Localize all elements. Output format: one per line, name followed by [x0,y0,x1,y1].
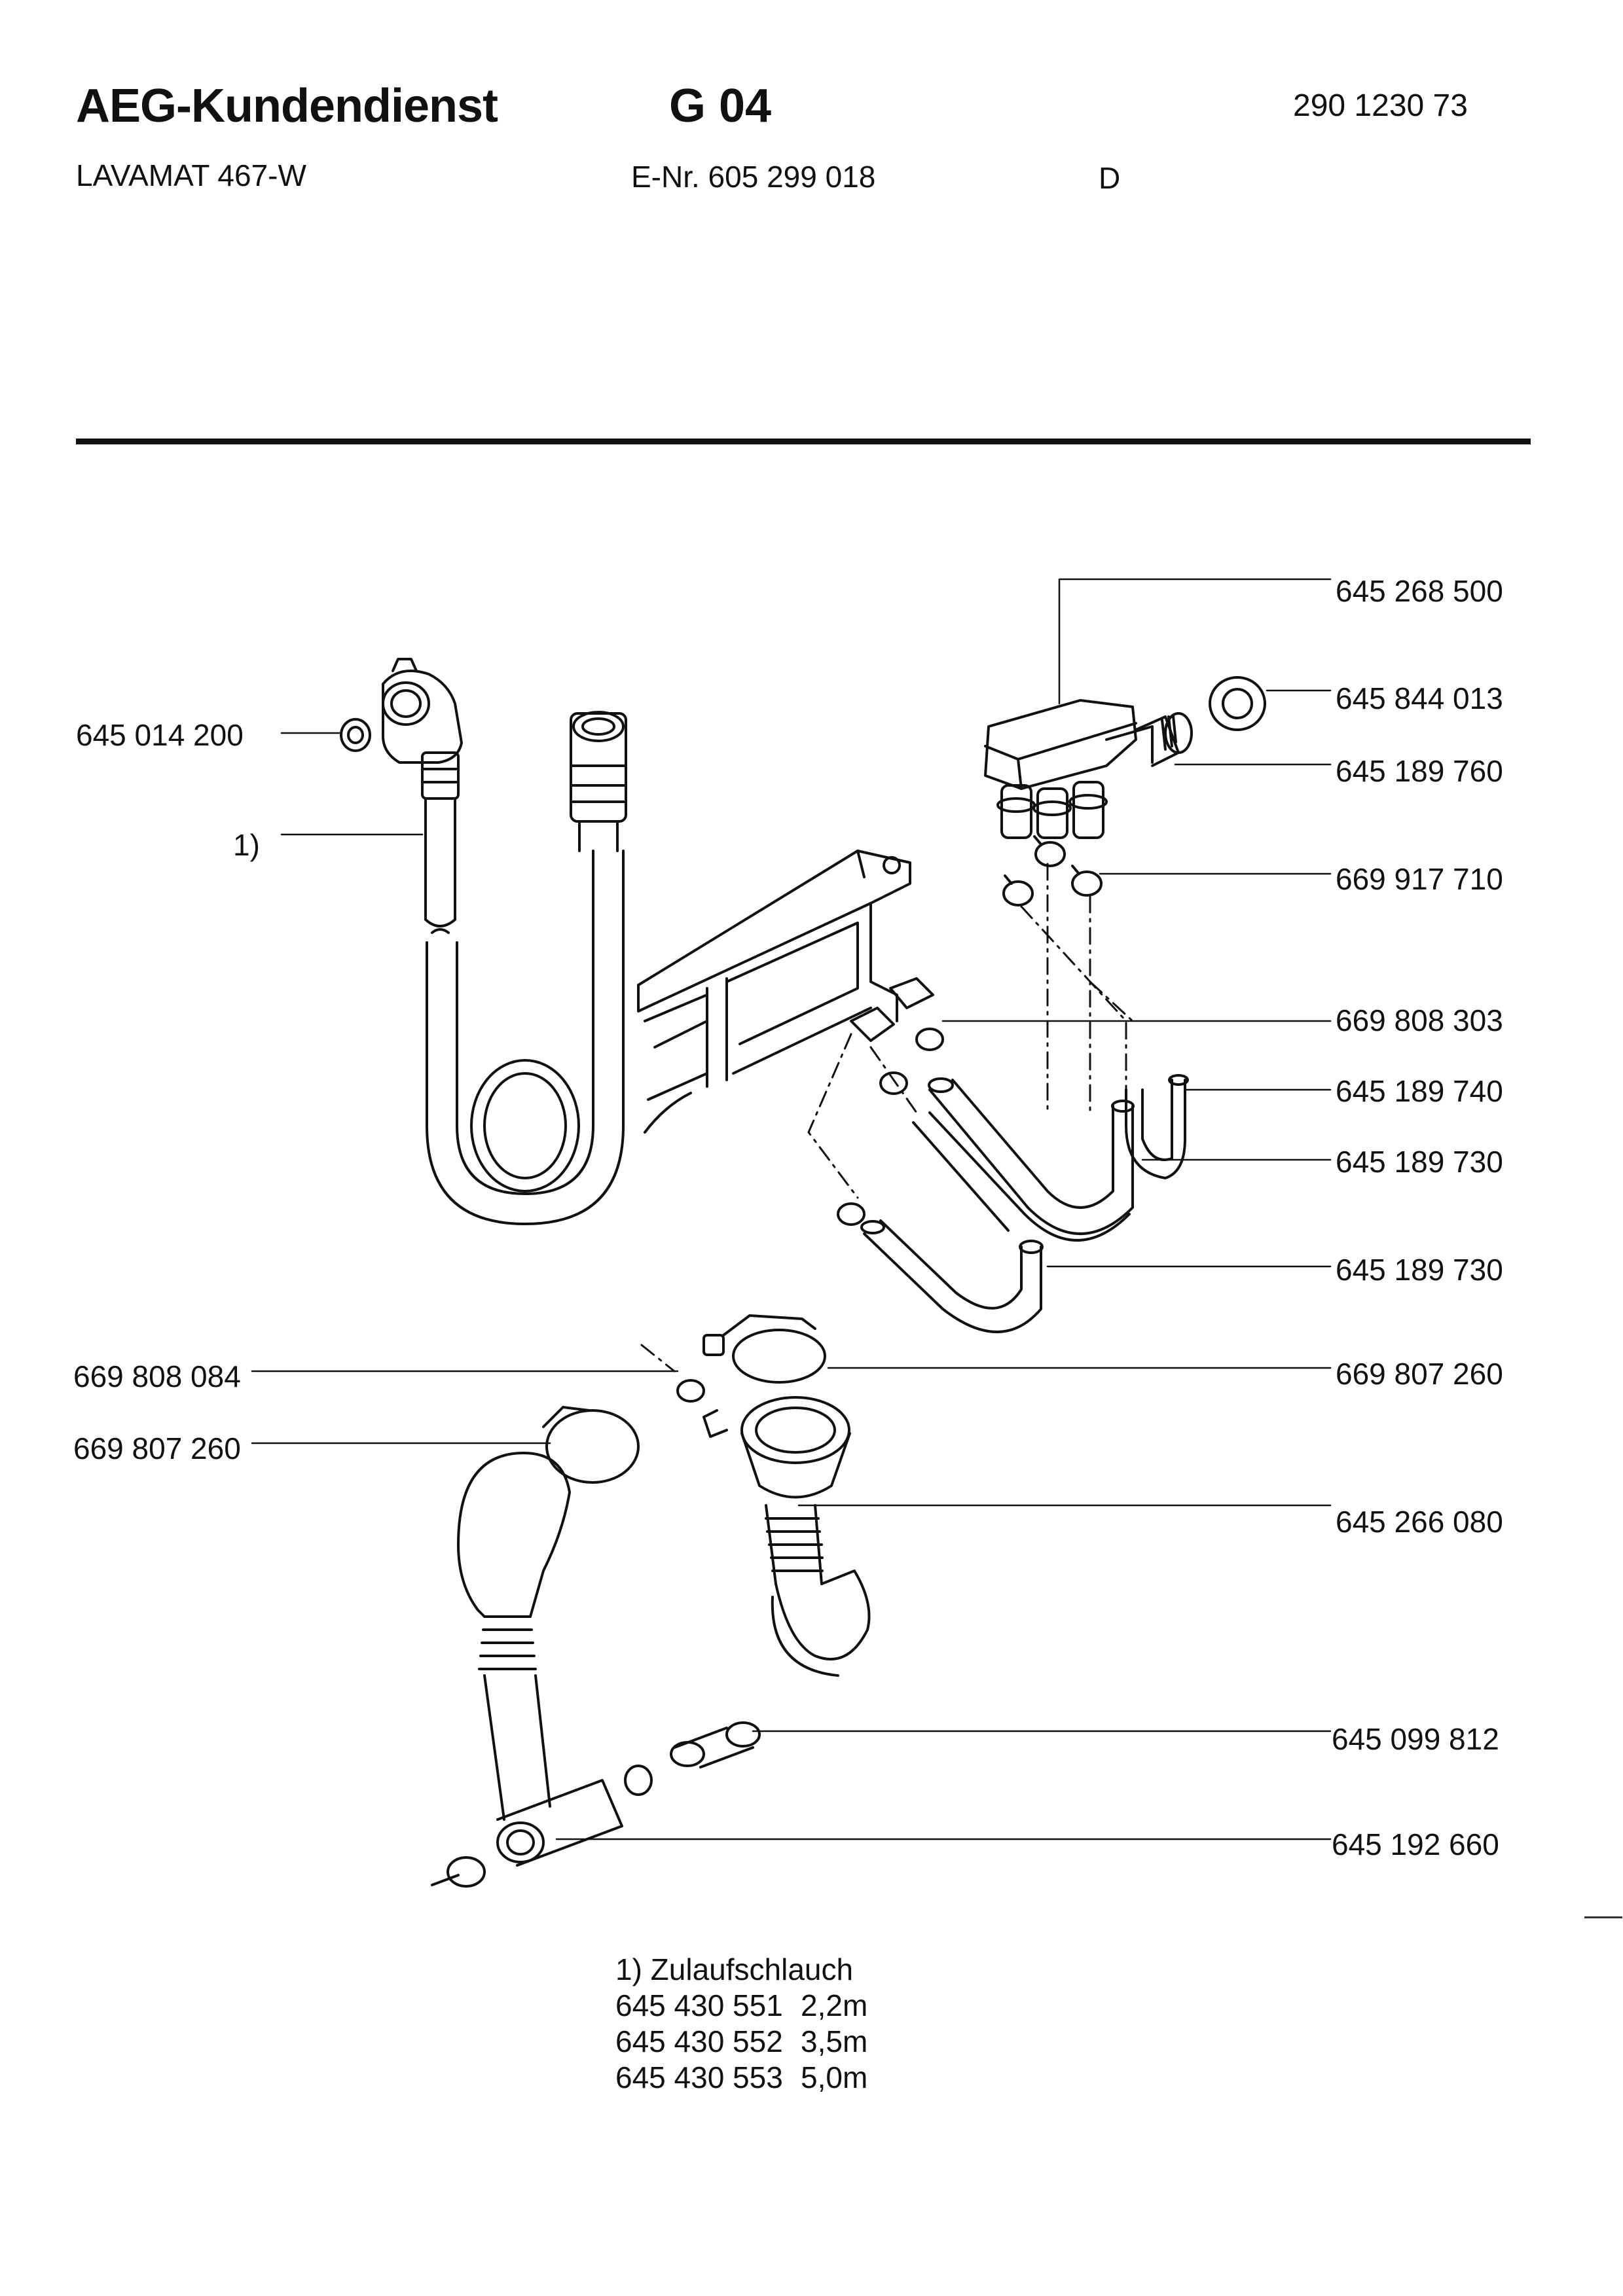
variant-length: 5,0m [801,2060,868,2094]
model-name: LAVAMAT 467-W [76,158,306,192]
callout-669807260-right: 669 807 260 [1336,1357,1503,1391]
variant-code: 645 430 551 [615,1988,783,2022]
callout-669807260-left: 669 807 260 [73,1431,241,1465]
footnote-title: 1) Zulaufschlauch [615,1952,854,1986]
variant-length: 2,2m [801,1988,868,2022]
footnote-row: 645 430 552 3,5m [615,2024,867,2060]
variant-length: 3,5m [801,2024,868,2058]
sump-assembly [431,1314,871,1888]
footnote: 1) Zulaufschlauch 645 430 551 2,2m 645 43… [615,1952,867,2096]
brand-title: AEG-Kundendienst [76,80,498,132]
callout-645266080: 645 266 080 [1336,1505,1503,1539]
callout-669808303: 669 808 303 [1336,1003,1503,1037]
callout-footnote-ref: 1) [233,828,260,862]
callout-645099812: 645 099 812 [1332,1722,1499,1756]
callout-645189760: 645 189 760 [1336,754,1503,788]
variant-code: 645 430 552 [615,2024,783,2058]
callout-645844013: 645 844 013 [1336,681,1503,715]
callout-645192660: 645 192 660 [1332,1827,1499,1861]
inlet-hose [340,658,627,1225]
header-divider [76,439,1531,444]
e-number: E-Nr. 605 299 018 [631,160,876,194]
small-hose-clamps [1002,835,1103,906]
footnote-row: 645 430 551 2,2m [615,1988,867,2024]
leader-lines [251,578,1332,1840]
margin-mark [1584,1916,1622,1918]
callout-669808084: 669 808 084 [73,1359,241,1393]
callout-645189730-b: 645 189 730 [1336,1253,1503,1287]
document-number: 290 1230 73 [1293,88,1468,123]
inlet-valve [984,676,1266,839]
connecting-hoses [837,1028,1189,1333]
callout-645268500: 645 268 500 [1336,574,1503,608]
footnote-row: 645 430 553 5,0m [615,2060,867,2096]
group-code: G 04 [669,80,772,132]
callout-645189730-a: 645 189 730 [1336,1145,1503,1179]
callout-645189740: 645 189 740 [1336,1074,1503,1108]
callout-645014200: 645 014 200 [76,718,244,752]
drawer-housing [637,850,934,1134]
callout-669917710: 669 917 710 [1336,862,1503,896]
language-code: D [1099,161,1121,195]
variant-code: 645 430 553 [615,2060,783,2094]
assembly-lines [640,863,1134,1372]
